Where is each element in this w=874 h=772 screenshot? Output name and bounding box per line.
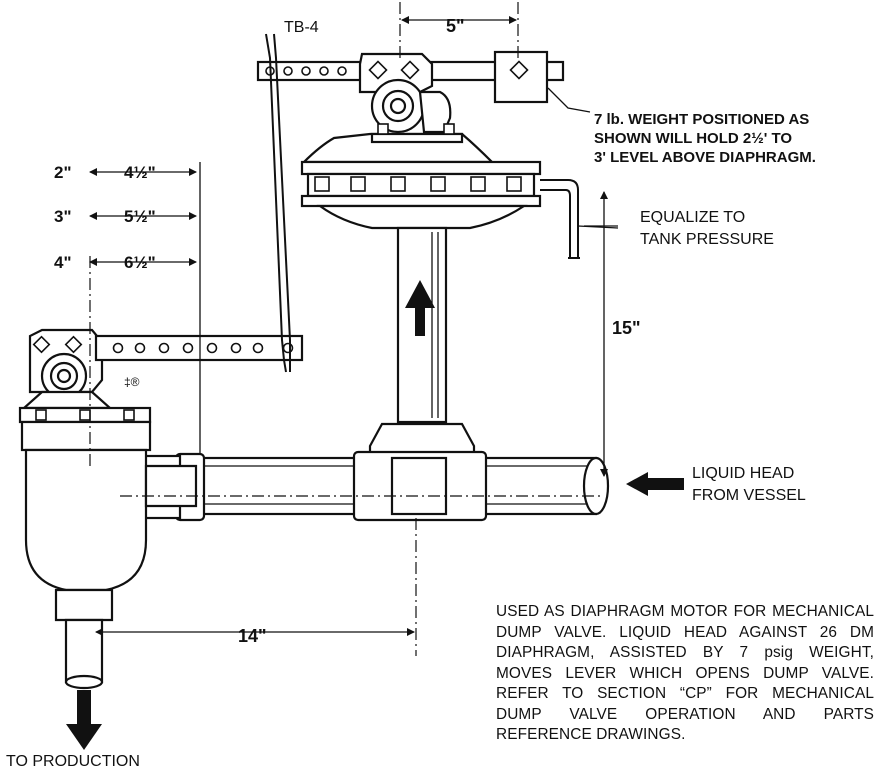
liquid-label-line-1: LIQUID HEAD [692,465,794,482]
dimension-lines [89,16,619,636]
flow-up-arrow [405,280,435,336]
size-table: 2" 4½" 3" 5½" 4" 6½" [54,163,156,272]
weight-leader [547,87,591,113]
connecting-rod [265,33,291,373]
size-table-size-1: 3" [54,207,72,226]
bottom-dimension-label: 14" [238,626,267,646]
top-lever-assembly [256,50,565,134]
float-body [18,328,304,750]
flow-down-arrow [66,724,102,750]
size-table-dim-1: 5½" [124,207,156,226]
height-dimension-label: 15" [612,318,641,338]
lower-lever-bar [94,334,304,362]
description-text: USED AS DIAPHRAGM MOTOR FOR MECHANICAL D… [496,603,874,743]
center-lines [89,2,604,656]
body-flange [20,420,152,452]
weight-note-line-2: SHOWN WILL HOLD 2½' TO [594,130,792,147]
lever-tag-label: TB-4 [284,19,319,36]
lower-diaphragm-case [316,204,528,230]
diaphragm-flange [306,172,536,198]
drain-pipe [64,618,104,684]
weight-note-line-3: 3' LEVEL ABOVE DIAPHRAGM. [594,149,816,166]
size-table-dim-0: 4½" [124,163,156,182]
float-chamber [24,448,148,592]
tb4-rod [265,33,287,373]
liquid-inlet-arrow [626,472,684,496]
size-table-size-2: 4" [54,253,72,272]
size-table-dim-2: 6½" [124,253,156,272]
drain-nipple [54,588,114,622]
size-table-size-0: 2" [54,163,72,182]
equalize-label-line-1: EQUALIZE TO [640,209,745,226]
top-dimension-label: 5" [446,16,465,36]
marking-symbol: ‡® [124,375,140,389]
liquid-label-line-2: FROM VESSEL [692,487,806,504]
to-production-label: TO PRODUCTION [6,753,140,770]
equalize-tube [540,179,579,258]
diaphragm-housing [300,123,580,259]
flange-bolts [314,176,522,192]
equalize-label-line-2: TANK PRESSURE [640,231,774,248]
top-lever-holes [265,66,347,76]
main-pipe [142,422,610,522]
riser-pipe [396,226,448,424]
weight-note-line-1: 7 lb. WEIGHT POSITIONED AS [594,111,809,128]
equalize-leader [577,225,619,229]
